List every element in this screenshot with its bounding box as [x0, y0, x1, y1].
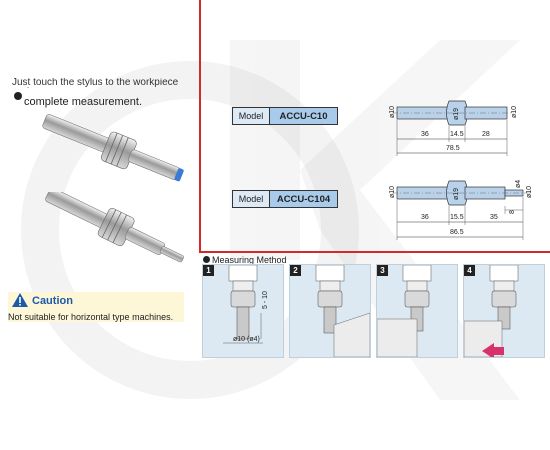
measuring-method-title: Measuring Method — [212, 255, 287, 265]
dim-b: 14.5 — [450, 131, 464, 138]
step-number: 1 — [203, 265, 214, 276]
dim-c: 35 — [490, 214, 498, 221]
arrow-icon — [482, 343, 504, 357]
step-panel-3: 3 — [376, 264, 458, 358]
dim-c: 28 — [482, 131, 490, 138]
product-image-c104 — [45, 192, 184, 263]
caution-title: Caution — [32, 295, 73, 307]
step-number: 2 — [290, 265, 301, 276]
dim-d1: ø10 — [389, 186, 396, 198]
red-divider-vertical — [199, 0, 201, 252]
dim-total: 86.5 — [450, 229, 464, 236]
bullet — [203, 256, 210, 263]
drawing-c10: 36 14.5 28 78.5 ø10 ø19 ø10 — [389, 100, 518, 156]
model-label-c10: Model ACCU-C10 — [232, 107, 338, 125]
model-key: Model — [233, 191, 270, 207]
dim-d4: ø4 — [515, 180, 522, 188]
intro-text: complete measurement. — [24, 96, 142, 108]
bullet — [14, 92, 22, 100]
dim-d2: ø19 — [453, 188, 460, 200]
dim-e: 8 — [509, 210, 516, 214]
step-number: 3 — [377, 265, 388, 276]
step-number: 4 — [464, 265, 475, 276]
intro-text-cut: Just touch the stylus to the workpiece s… — [12, 78, 179, 88]
dim-b: 15.5 — [450, 214, 464, 221]
step-panel-4: 4 — [463, 264, 545, 358]
dim-total: 78.5 — [446, 145, 460, 152]
dim-d3: ø10 — [511, 106, 518, 118]
dim-d3: ø10 — [526, 186, 533, 198]
dim-d2: ø19 — [453, 108, 460, 120]
warning-icon — [12, 293, 28, 307]
step1-range: 5 - 10 — [262, 291, 269, 309]
caution-text: Not suitable for horizontal type machine… — [8, 312, 174, 322]
drawing-c104: 36 15.5 35 86.5 ø10 ø19 ø4 ø10 8 — [389, 180, 533, 240]
model-key: Model — [233, 108, 270, 124]
caution-box — [8, 292, 184, 322]
model-name: ACCU-C10 — [270, 108, 337, 124]
dim-a: 36 — [421, 131, 429, 138]
step-panel-1: 1 5 - 10 ø10 (ø4) — [202, 264, 284, 358]
step1-diameter: ø10 (ø4) — [233, 336, 260, 343]
dim-a: 36 — [421, 214, 429, 221]
model-name: ACCU-C104 — [270, 191, 337, 207]
red-divider-horizontal — [199, 251, 550, 253]
dim-d1: ø10 — [389, 106, 396, 118]
product-image-c10 — [42, 114, 184, 182]
model-label-c104: Model ACCU-C104 — [232, 190, 338, 208]
step-panel-2: 2 — [289, 264, 371, 358]
